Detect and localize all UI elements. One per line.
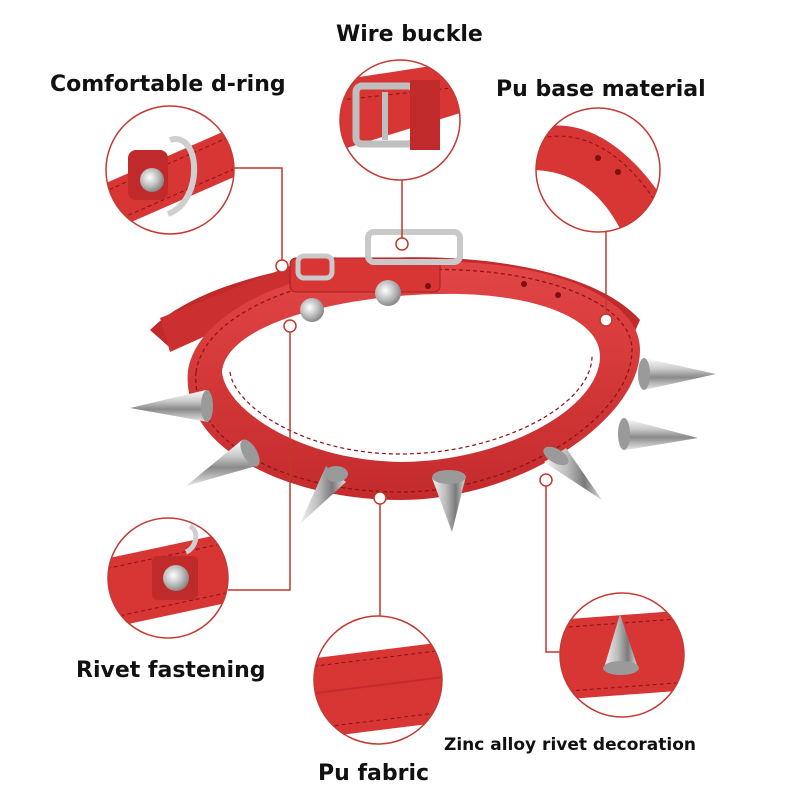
label-wire-buckle: Wire buckle [336, 22, 483, 47]
collar-rivet [300, 298, 324, 322]
callout-line-rivet [228, 326, 291, 591]
label-zinc-rivet: Zinc alloy rivet decoration [444, 735, 696, 755]
collar-buckle [365, 229, 463, 265]
callout-dot [283, 319, 297, 333]
detail-circle-rivet [107, 517, 229, 639]
callout-dot [275, 259, 289, 273]
collar-stitch-inner [229, 355, 593, 455]
spike [432, 476, 466, 532]
collar-strap-tail [160, 262, 308, 352]
callout-dots [275, 237, 613, 505]
callout-lines [228, 167, 607, 653]
label-rivet-fastening: Rivet fastening [76, 658, 266, 683]
spike [622, 418, 698, 450]
collar-hole [521, 281, 527, 287]
collar-front-strap [187, 261, 640, 500]
detail-circle-fabric [313, 615, 443, 745]
detail-circle-zinc [559, 592, 685, 718]
detail-circle-d-ring [105, 105, 235, 235]
keeper-loop [289, 257, 441, 293]
collar-hole [425, 283, 431, 289]
callout-dot [539, 473, 553, 487]
collar-d-ring [295, 253, 335, 281]
collar-spikes [130, 358, 716, 532]
spike [644, 358, 716, 390]
detail-circle-base-material [535, 107, 661, 233]
detail-circle-wire-buckle [339, 59, 461, 181]
label-d-ring: Comfortable d-ring [50, 72, 286, 97]
collar-hole [555, 292, 561, 298]
collar-stitch-outer [195, 268, 633, 493]
callout-dot [395, 237, 409, 251]
collar-rivet [375, 280, 401, 306]
callout-dot [599, 313, 613, 327]
spike [186, 440, 256, 486]
callout-line-zinc [545, 480, 562, 653]
collar [130, 229, 716, 532]
spike [130, 390, 208, 422]
label-fabric: Pu fabric [318, 761, 430, 786]
label-base-material: Pu base material [496, 77, 706, 102]
callout-line-d-ring [230, 167, 283, 266]
callout-dot [373, 491, 387, 505]
